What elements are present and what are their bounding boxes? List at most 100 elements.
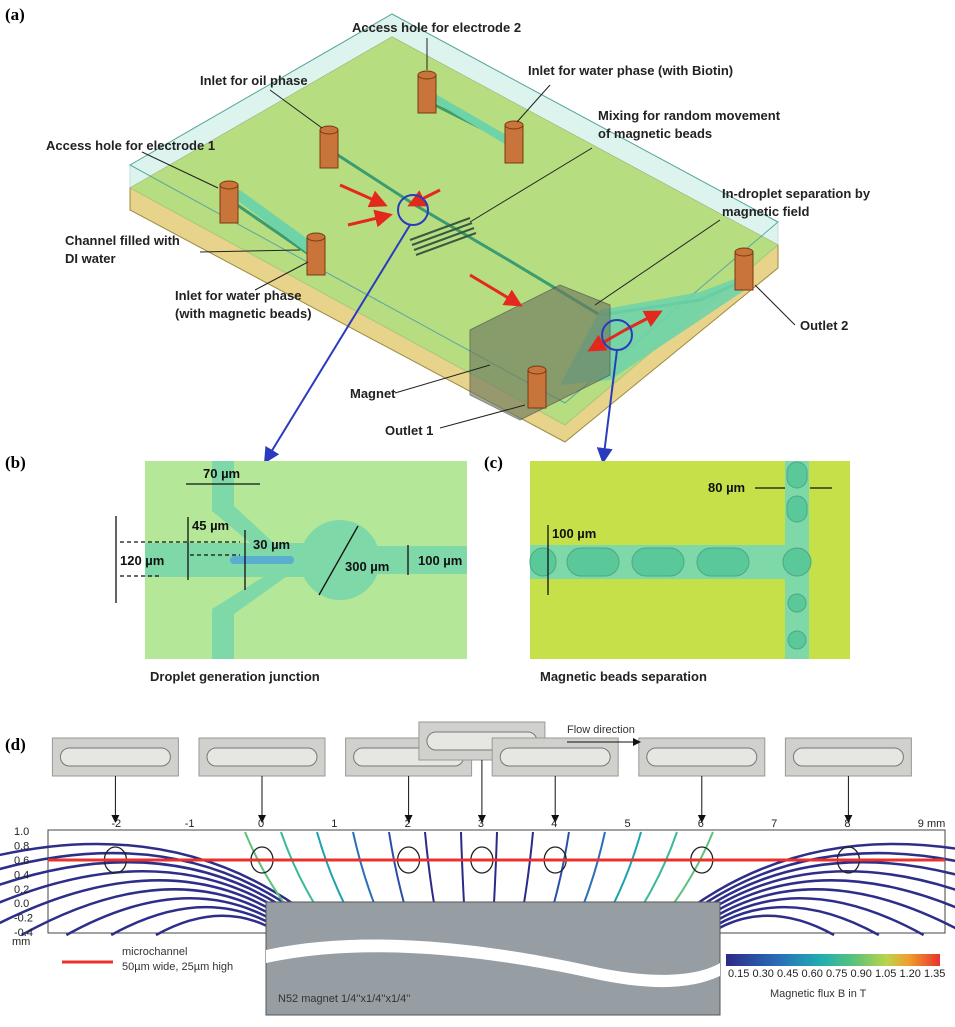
callout-magnet: Magnet [350,386,396,401]
x-tick-0: 0 [258,818,264,830]
callout-lines [141,38,796,429]
microchannel-legend: microchannel 50µm wide, 25µm high [62,946,233,973]
callout-channel-1: Channel filled with [65,233,180,248]
callout-electrode-2: Access hole for electrode 2 [352,20,521,35]
streamline [0,842,301,910]
colorbar-tick-0.45: 0.45 [777,968,798,980]
streamline [689,870,955,925]
zoom-arrow-b [263,224,411,464]
streamline [553,831,570,904]
x-tick-6: 6 [698,818,704,830]
streamline [689,842,955,910]
x-tick-5: 5 [625,818,631,830]
y-tick--0.2: -0.2 [14,913,33,925]
streamline [316,831,345,904]
y-tick-0.0: 0.0 [14,898,29,910]
pdms-top-edge [128,13,779,404]
droplet-outline [499,747,611,767]
mixing-serpentine [409,217,477,256]
callout-electrode-1: Access hole for electrode 1 [46,138,215,153]
streamline [689,879,955,930]
outlet-2-port [734,251,754,291]
y-tick-0.2: 0.2 [14,884,29,896]
streamline [0,860,301,920]
colorbar-tick-0.75: 0.75 [826,968,847,980]
outlet-1-port [527,369,547,409]
dim-70um: 70 µm [203,466,240,481]
streamline [459,831,465,904]
panel-a-label: (a) [5,5,25,24]
streamline [0,879,301,930]
callout-mixing-1: Mixing for random movement [598,108,781,123]
droplet-outline [646,747,758,767]
x-tick-8: 8 [844,818,850,830]
magnet-break-mark [266,939,720,988]
junction-highlight-circle [397,194,429,226]
di-water-channel [230,190,320,255]
y-tick-0.6: 0.6 [14,855,29,867]
streamline [689,851,955,915]
dim-45um: 45 µm [192,518,229,533]
y-tick--0.4: -0.4 [14,927,33,939]
electrode-2-port [417,74,437,114]
dim-120um: 120 µm [120,553,164,568]
panel-c-dim-labels: 80 µm 100 µm Magnetic beads separation [540,480,745,684]
callout-biotin-inlet: Inlet for water phase (with Biotin) [528,63,733,78]
legend-text-1: microchannel [122,946,187,958]
micrograph [784,737,912,823]
panel-d-label: (d) [5,735,26,754]
streamline [423,831,435,904]
dim-30um: 30 µm [253,537,290,552]
colorbar-title: Magnetic flux B in T [770,988,867,1000]
droplet-micrographs [51,721,912,823]
dim-100um-c: 100 µm [552,526,596,541]
x-tick-4: 4 [551,818,557,830]
callout-beads-inlet-1: Inlet for water phase [175,288,301,303]
x-tick-3: 3 [478,818,484,830]
streamline [673,831,714,904]
microchannels [229,98,746,317]
x-tick--2: -2 [111,818,121,830]
droplet-outline [59,747,171,767]
micrograph [491,737,619,823]
callout-channel-2: DI water [65,251,116,266]
zoom-arrow-c [596,349,618,464]
colorbar-tick-0.15: 0.15 [728,968,749,980]
panel-b-dimensions [115,483,409,603]
x-unit-label: mm [927,818,945,830]
colorbar-tick-1.35: 1.35 [924,968,945,980]
biotin-channel [425,92,515,146]
streamline [388,831,405,904]
streamline [244,831,285,904]
streamline [613,831,642,904]
magnet-block [469,284,611,421]
y-tick-labels: 1.00.80.60.40.20.0-0.2-0.4 [14,826,33,939]
streamline [280,831,315,904]
callout-oil-inlet: Inlet for oil phase [200,73,308,88]
colorbar-tick-0.30: 0.30 [753,968,774,980]
callout-separation-1: In-droplet separation by [722,186,871,201]
streamline [0,870,301,925]
micrograph [638,737,766,823]
micrograph [198,737,326,823]
y-unit-label: mm [12,936,30,948]
streamline [523,831,534,904]
droplet-junction-diagram [145,461,467,659]
panel-a-callouts: Access hole for electrode 2 Inlet for oi… [46,20,871,438]
callout-mixing-2: of magnetic beads [598,126,712,141]
panel-b-dim-labels: 70 µm 45 µm 30 µm 120 µm 300 µm 100 µm D… [120,466,462,684]
colorbar-tick-0.60: 0.60 [802,968,823,980]
callout-beads-inlet-2: (with magnetic beads) [175,306,312,321]
streamline [492,831,498,904]
dim-80um: 80 µm [708,480,745,495]
streamline [0,851,301,915]
beads-inlet-port [306,236,326,276]
x-tick--1: -1 [185,818,195,830]
dim-100um: 100 µm [418,553,462,568]
micrograph [51,737,179,823]
droplet-outline [206,747,318,767]
oil-inlet-port [319,129,339,169]
flow-direction-label: Flow direction [567,724,635,736]
